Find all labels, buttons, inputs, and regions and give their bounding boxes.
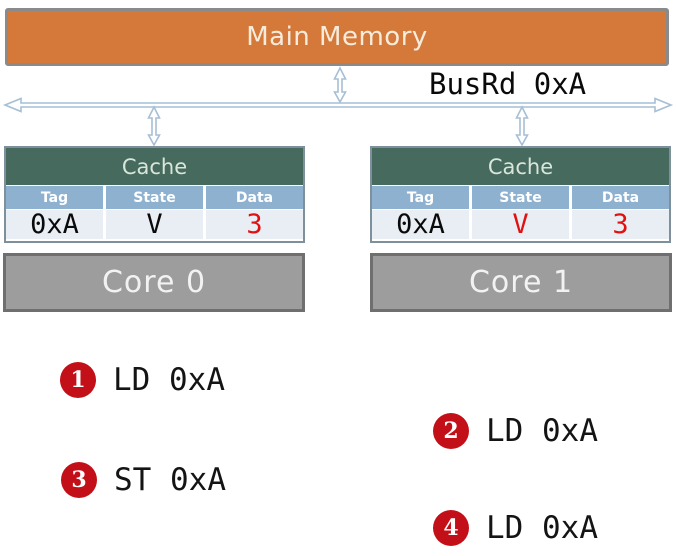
cache0-box: Cache Tag State Data 0xA V 3 — [4, 146, 305, 243]
core1-box: Core 1 — [370, 253, 672, 312]
cache1-col-tag: Tag — [372, 186, 469, 209]
step-badge-1: 1 — [60, 362, 96, 398]
cache0-col-tag: Tag — [6, 186, 103, 209]
cache1-col-data: Data — [572, 186, 669, 209]
cache0-data-value: 3 — [206, 209, 303, 240]
memory-bus-connector-arrow — [333, 66, 347, 104]
step-badge-3: 3 — [61, 462, 97, 498]
cache1-state-value: V — [472, 209, 569, 240]
cache0-column-headers: Tag State Data — [6, 186, 303, 209]
instruction-2: 2 LD 0xA — [433, 413, 598, 449]
instruction-4-text: LD 0xA — [486, 510, 598, 546]
main-memory-label: Main Memory — [246, 22, 428, 52]
step-badge-2: 2 — [433, 413, 469, 449]
cache0-col-state: State — [106, 186, 203, 209]
instruction-1: 1 LD 0xA — [60, 362, 225, 398]
cache1-column-headers: Tag State Data — [372, 186, 669, 209]
instruction-3-text: ST 0xA — [114, 462, 226, 498]
instruction-1-text: LD 0xA — [113, 362, 225, 398]
cache1-data-value: 3 — [572, 209, 669, 240]
instruction-2-text: LD 0xA — [486, 413, 598, 449]
core0-box: Core 0 — [3, 253, 305, 312]
cache1-entry-row: 0xA V 3 — [372, 209, 669, 240]
cache0-entry-row: 0xA V 3 — [6, 209, 303, 240]
cache0-state-value: V — [106, 209, 203, 240]
core1-label: Core 1 — [468, 265, 574, 300]
main-memory-box: Main Memory — [5, 8, 669, 66]
cache1-title: Cache — [372, 148, 669, 185]
cache1-col-state: State — [472, 186, 569, 209]
bus-transaction-label: BusRd 0xA — [429, 67, 587, 101]
bus-cache1-connector-arrow — [515, 105, 529, 147]
cache0-title: Cache — [6, 148, 303, 185]
bus-cache0-connector-arrow — [147, 105, 161, 147]
cache0-col-data: Data — [206, 186, 303, 209]
instruction-3: 3 ST 0xA — [61, 462, 226, 498]
cache1-box: Cache Tag State Data 0xA V 3 — [370, 146, 671, 243]
cache1-tag-value: 0xA — [372, 209, 469, 240]
step-badge-4: 4 — [433, 510, 469, 546]
instruction-4: 4 LD 0xA — [433, 510, 598, 546]
cache0-tag-value: 0xA — [6, 209, 103, 240]
core0-label: Core 0 — [101, 265, 207, 300]
